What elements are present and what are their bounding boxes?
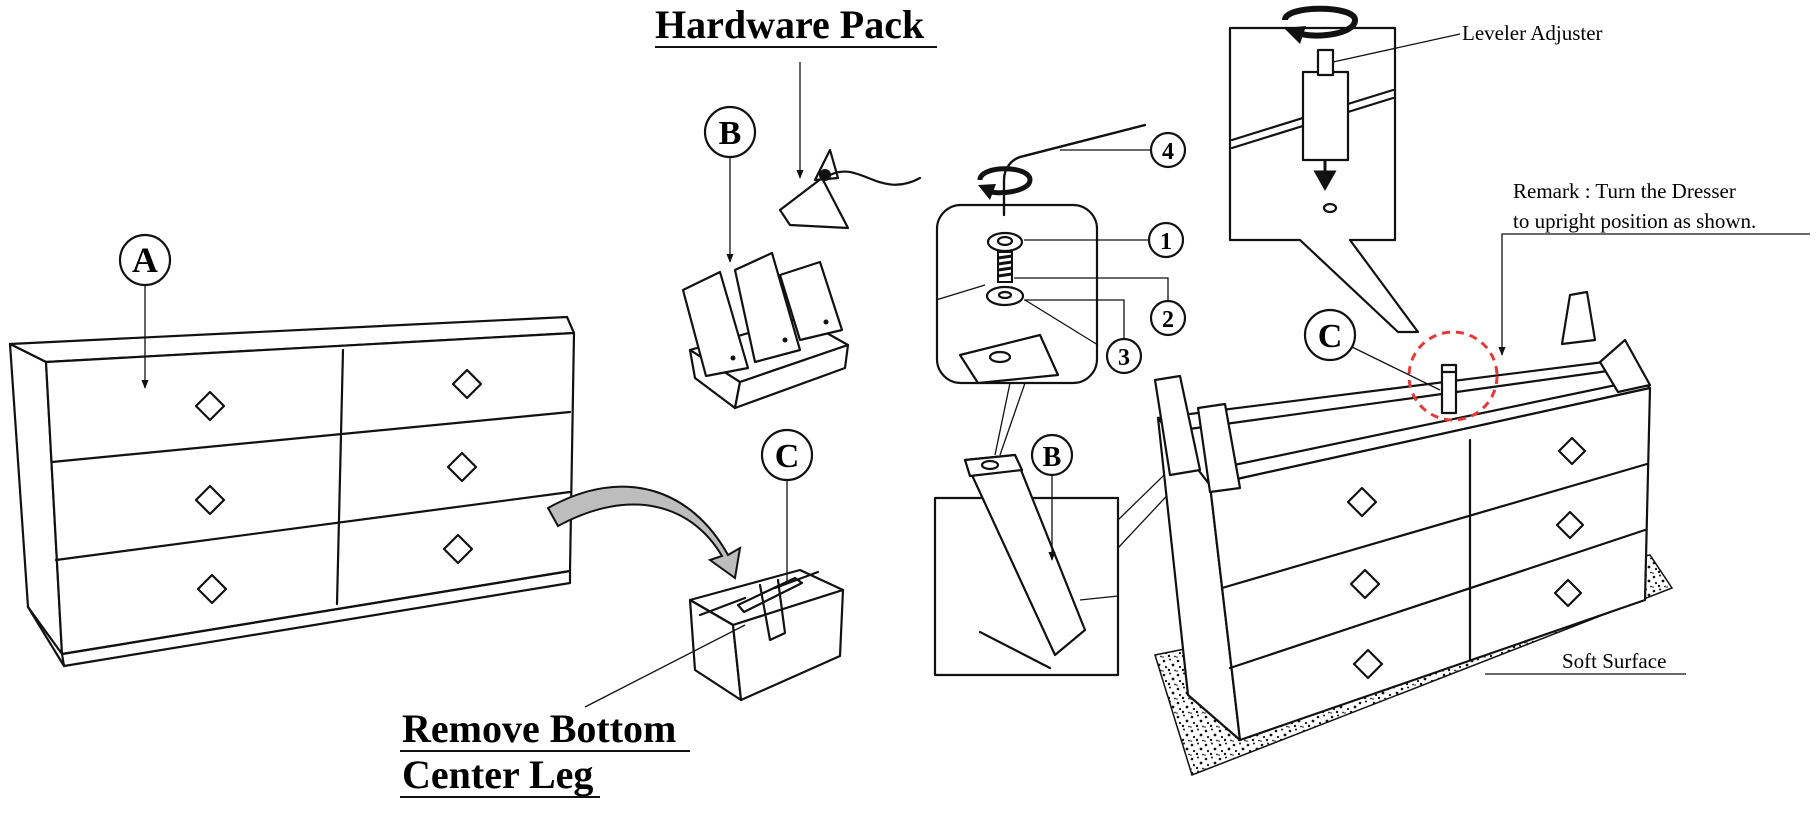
- knob: [451, 368, 483, 400]
- knob: [194, 484, 226, 516]
- part-label-b-top: B: [703, 105, 757, 263]
- hardware-pack-title: Hardware Pack: [655, 2, 925, 47]
- part-label-a-text: A: [132, 240, 158, 280]
- hardware-number-4: 4: [1162, 139, 1174, 165]
- remove-bottom-heading: Remove Bottom Center Leg: [400, 706, 690, 798]
- part-label-a: A: [118, 233, 172, 389]
- knob: [442, 533, 474, 565]
- remark-line2: to upright position as shown.: [1513, 209, 1756, 233]
- hardware-pack-heading: Hardware Pack: [655, 2, 937, 179]
- dresser-a-illustration: [8, 315, 576, 668]
- leveler-adjuster-label: Leveler Adjuster: [1462, 21, 1603, 45]
- leveler-detail-illustration: [1228, 5, 1461, 334]
- knob: [196, 573, 228, 605]
- hardware-detail-illustration: [935, 123, 1147, 385]
- curved-arrow: [546, 485, 742, 580]
- part-label-b-detail: B: [1030, 433, 1074, 561]
- remove-bottom-line2: Center Leg: [402, 752, 593, 797]
- leg-detail-illustration: [933, 382, 1120, 677]
- remove-bottom-line1: Remove Bottom: [402, 706, 676, 751]
- remark-line1: Remark : Turn the Dresser: [1513, 179, 1736, 203]
- remark-leader: [1498, 233, 1810, 356]
- hardware-bag-illustration: [778, 148, 922, 230]
- soft-surface-label: Soft Surface: [1562, 649, 1666, 673]
- hardware-callouts: 4 1 2 3: [1014, 131, 1187, 375]
- part-label-c-box: C: [760, 428, 814, 582]
- legs-box-illustration: [681, 251, 850, 410]
- knob: [446, 451, 478, 483]
- leader-line: [584, 624, 746, 708]
- hardware-number-2: 2: [1162, 307, 1174, 333]
- part-label-b-top-text: B: [719, 115, 742, 152]
- part-label-c-box-text: C: [775, 438, 800, 475]
- upside-down-dresser-illustration: [1153, 290, 1674, 776]
- part-label-c-dresser-text: C: [1318, 318, 1343, 355]
- knob: [194, 390, 226, 422]
- hardware-number-1: 1: [1160, 229, 1172, 255]
- hardware-number-3: 3: [1118, 345, 1130, 371]
- part-label-c-dresser: C: [1303, 308, 1441, 391]
- highlight-circle: [1407, 330, 1499, 422]
- part-label-b-detail-text: B: [1043, 442, 1062, 473]
- center-leg-box-illustration: [688, 568, 845, 702]
